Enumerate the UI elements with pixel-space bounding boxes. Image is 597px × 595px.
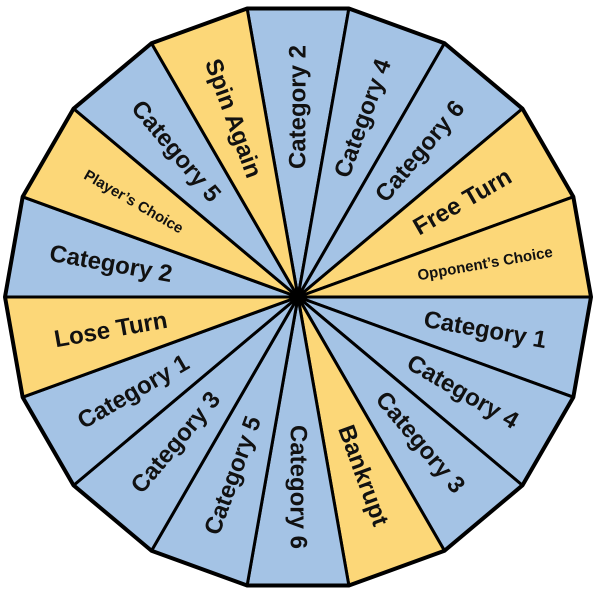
segment-label: Category 2 bbox=[285, 45, 312, 169]
wheel-rim bbox=[3, 6, 593, 588]
segment-label: Category 6 bbox=[285, 425, 312, 549]
wheel-hub bbox=[294, 293, 302, 301]
